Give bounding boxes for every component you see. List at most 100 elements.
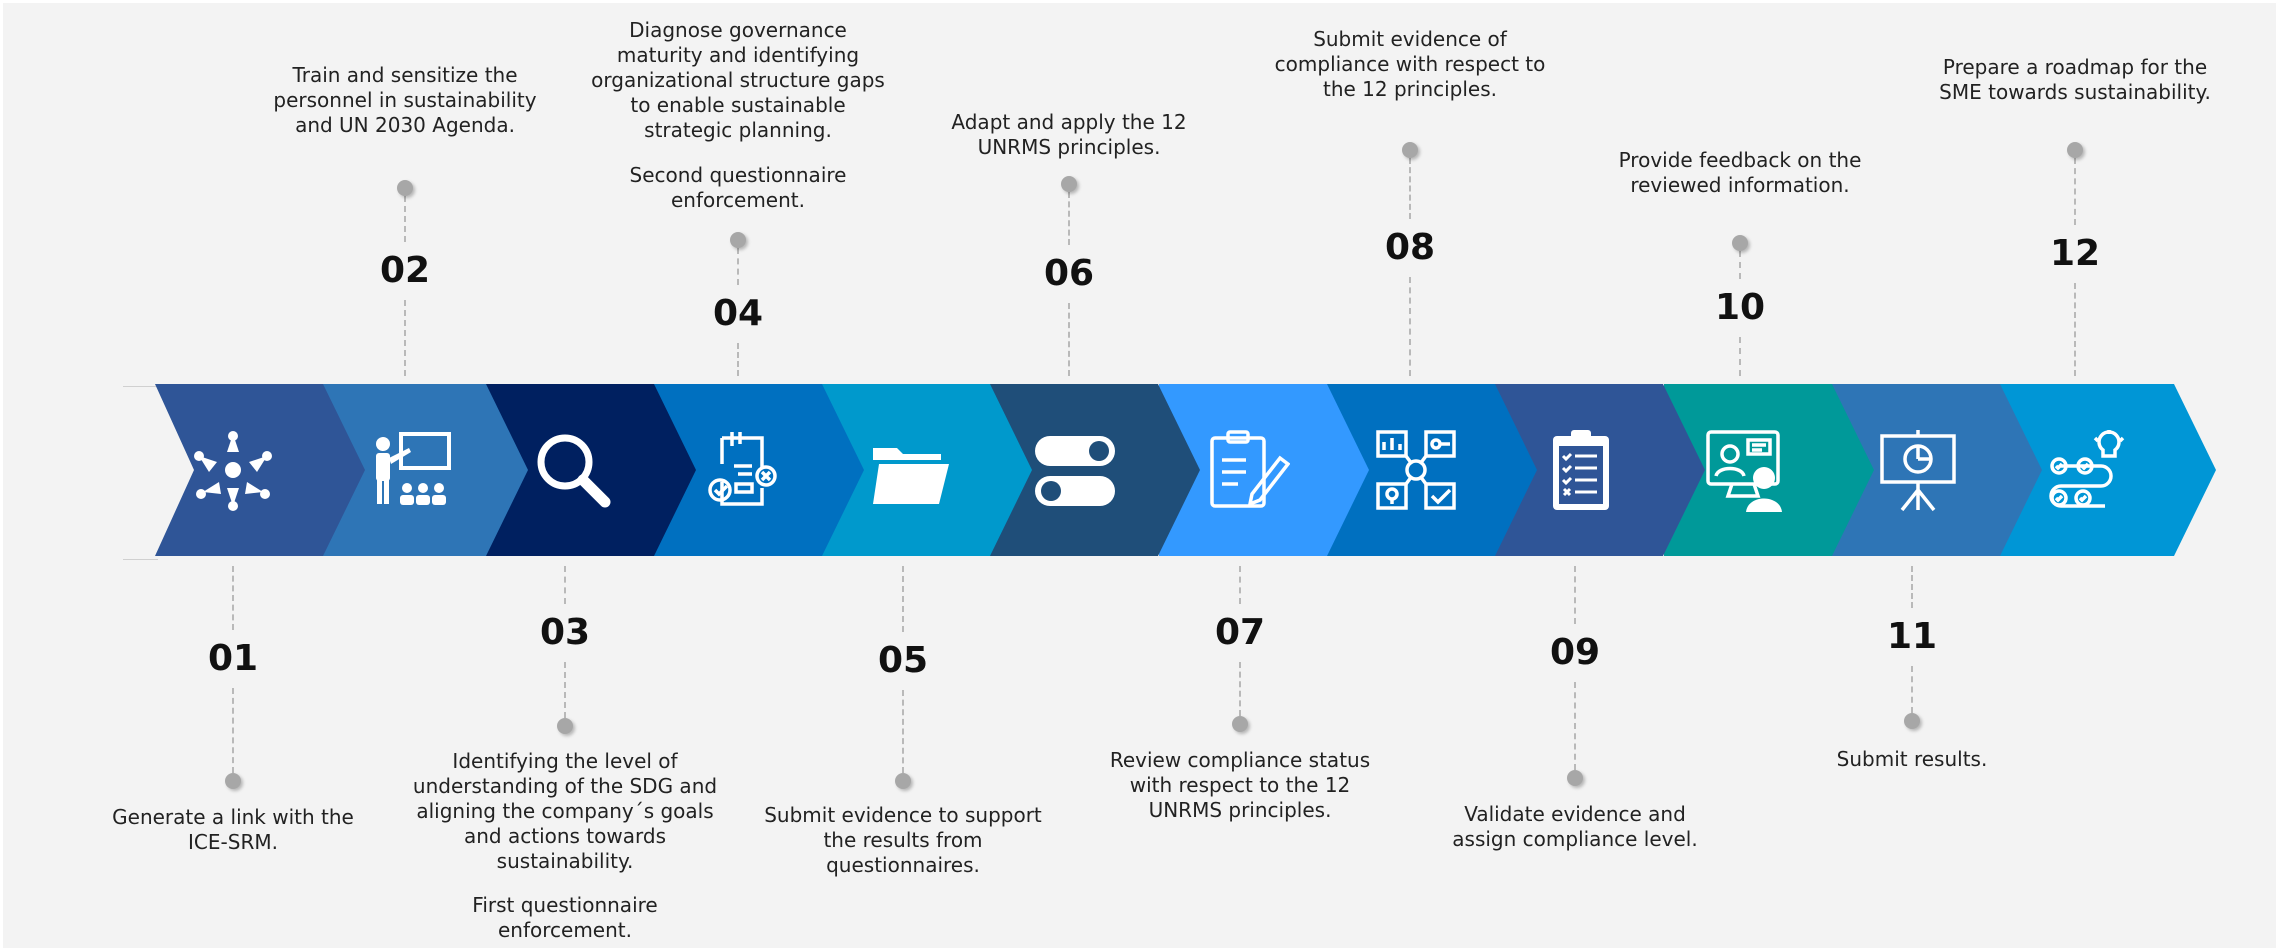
connector-dot	[1567, 770, 1583, 786]
connector-line	[232, 566, 234, 630]
magnifier-icon	[527, 426, 615, 514]
connector-dot	[1732, 235, 1748, 251]
connector-dot	[1402, 142, 1418, 158]
description-line: personnel in sustainability	[273, 88, 537, 112]
toggle-switches-icon	[1031, 426, 1119, 514]
strategy-gear-icon	[1372, 426, 1460, 514]
description-line: Train and sensitize the	[292, 63, 518, 87]
band-top-rule	[123, 386, 158, 387]
presentation-chart-icon	[1874, 426, 1962, 514]
connector-line	[1911, 566, 1913, 608]
description-line: reviewed information.	[1630, 173, 1850, 197]
description-line: Generate a link with the	[112, 805, 354, 829]
connector-line	[2074, 283, 2076, 376]
description-line: organizational structure gaps	[591, 68, 885, 92]
step-number: 10	[1714, 287, 1766, 328]
description-line: First questionnaire	[472, 893, 658, 917]
step-number: 02	[379, 250, 431, 291]
description-line: Submit evidence to support	[764, 803, 1042, 827]
checklist-clipboard-icon	[1537, 426, 1625, 514]
description-line: questionnaires.	[826, 853, 980, 877]
description-line: compliance with respect to	[1274, 52, 1546, 76]
step-number: 04	[712, 293, 764, 334]
description-line: the results from	[823, 828, 983, 852]
clipboard-check-icon	[700, 426, 788, 514]
connector-dot	[895, 773, 911, 789]
connector-line	[737, 343, 739, 376]
description-line: enforcement.	[497, 918, 632, 942]
hands-circle-icon	[189, 426, 277, 514]
connector-dot	[225, 773, 241, 789]
description-line: and UN 2030 Agenda.	[295, 113, 515, 137]
connector-dot	[730, 232, 746, 248]
connector-line	[2074, 158, 2076, 225]
connector-line	[564, 662, 566, 718]
connector-dot	[1904, 713, 1920, 729]
description-line: Diagnose governance	[629, 18, 847, 42]
step-number: 03	[539, 612, 591, 653]
description-line: understanding of the SDG and	[412, 774, 718, 798]
connector-line	[1409, 277, 1411, 376]
description-line: assign compliance level.	[1452, 827, 1698, 851]
description-line: to enable sustainable	[630, 93, 846, 117]
description-line: UNRMS principles.	[977, 135, 1161, 159]
connector-line	[404, 300, 406, 376]
description-line: Adapt and apply the 12	[951, 110, 1187, 134]
connector-dot	[1061, 176, 1077, 192]
description-line: strategic planning.	[644, 118, 832, 142]
step-description: Submit results.	[1742, 747, 2082, 772]
description-line: Identifying the level of	[452, 749, 678, 773]
document-pen-icon	[1202, 426, 1290, 514]
step-number: 12	[2049, 233, 2101, 274]
connector-line	[1239, 662, 1241, 716]
connector-line	[1739, 337, 1741, 376]
connector-line	[1739, 251, 1741, 279]
connector-line	[1574, 682, 1576, 770]
connector-line	[1068, 303, 1070, 376]
step-number: 05	[877, 640, 929, 681]
folder-icon	[865, 426, 953, 514]
description-line: Validate evidence and	[1464, 802, 1686, 826]
description-line: Second questionnaire	[629, 163, 847, 187]
connector-line	[1409, 158, 1411, 219]
connector-dot	[2067, 142, 2083, 158]
connector-line	[1574, 566, 1576, 624]
connector-line	[1239, 566, 1241, 604]
description-line: maturity and identifying	[616, 43, 860, 67]
connector-line	[1068, 192, 1070, 245]
description-line: sustainability.	[496, 849, 634, 873]
description-line: SME towards sustainability.	[1939, 80, 2211, 104]
presentation-training-icon	[367, 426, 455, 514]
connector-line	[902, 690, 904, 773]
step-number: 07	[1214, 612, 1266, 653]
band-bottom-rule	[123, 559, 158, 560]
description-line: and actions towards	[463, 824, 666, 848]
description-line: Submit results.	[1836, 747, 1988, 771]
video-meeting-icon	[1702, 426, 1790, 514]
step-number: 01	[207, 638, 259, 679]
description-line: Provide feedback on the	[1618, 148, 1862, 172]
description-line: Review compliance status	[1109, 748, 1371, 772]
step-number: 06	[1043, 253, 1095, 294]
step-number: 09	[1549, 632, 1601, 673]
connector-line	[404, 196, 406, 242]
connector-line	[1911, 666, 1913, 713]
connector-line	[737, 248, 739, 285]
connector-line	[902, 566, 904, 632]
connector-line	[564, 566, 566, 604]
connector-dot	[397, 180, 413, 196]
roadmap-idea-icon	[2037, 426, 2125, 514]
description-line: Submit evidence of	[1313, 27, 1507, 51]
description-line: enforcement.	[670, 188, 805, 212]
description-line: Prepare a roadmap for the	[1942, 55, 2208, 79]
